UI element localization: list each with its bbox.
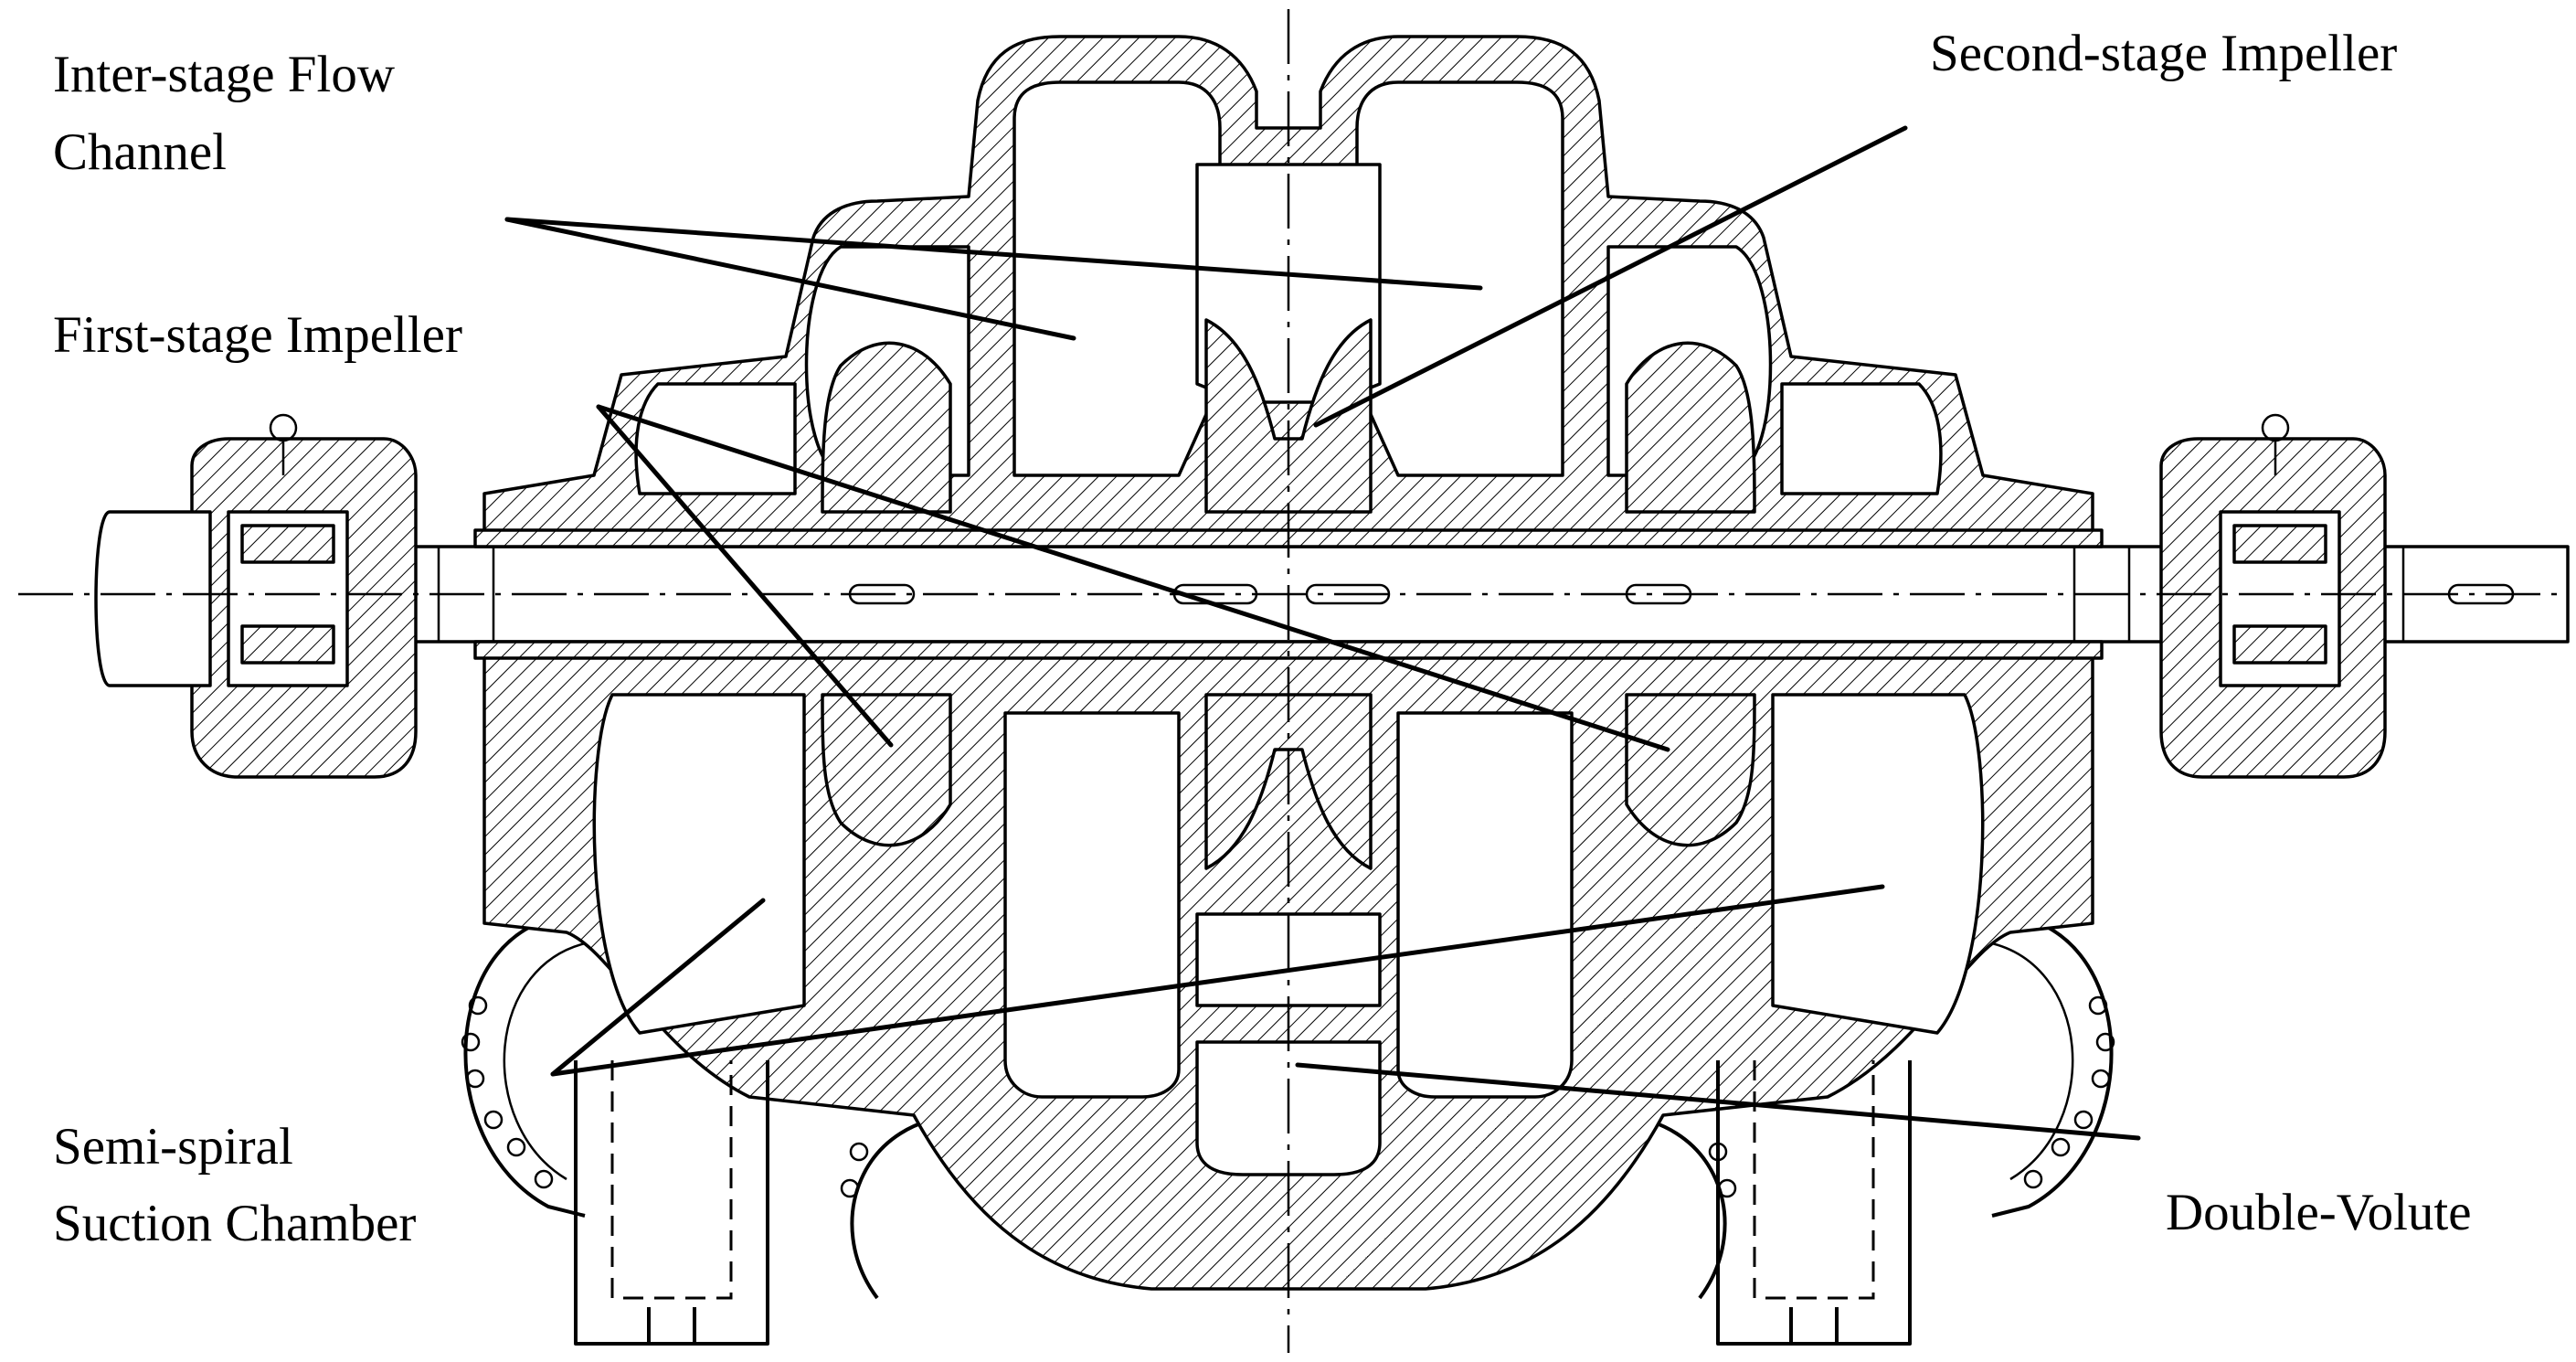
labels: Inter-stage Flow Channel First-stage Imp… bbox=[53, 25, 2472, 1252]
label-interstage-line2: Channel bbox=[53, 123, 227, 181]
label-second-stage: Second-stage Impeller bbox=[1930, 25, 2397, 82]
leader-first-stage-a bbox=[596, 404, 894, 748]
leader-interstage-b bbox=[504, 217, 1483, 291]
label-interstage-line1: Inter-stage Flow bbox=[53, 46, 395, 103]
leader-lines bbox=[504, 125, 2141, 1141]
label-semi-spiral-line1: Semi-spiral bbox=[53, 1118, 293, 1176]
leader-second-stage bbox=[1313, 125, 1908, 428]
label-double-volute: Double-Volute bbox=[2166, 1184, 2472, 1241]
label-first-stage: First-stage Impeller bbox=[53, 306, 462, 364]
pump-cross-section-icon bbox=[18, 9, 2570, 1353]
leader-first-stage-b bbox=[596, 404, 1670, 752]
leader-semi-spiral-b bbox=[550, 884, 1885, 1077]
suction-flange-right bbox=[1982, 912, 2115, 1218]
leader-semi-spiral-a bbox=[550, 898, 766, 1077]
label-semi-spiral-line2: Suction Chamber bbox=[53, 1195, 416, 1252]
bearing-housing-right bbox=[2159, 413, 2387, 779]
impellers bbox=[821, 318, 1756, 870]
flow-passages bbox=[592, 80, 1985, 1176]
bearing-housing-left bbox=[94, 413, 418, 779]
leader-interstage-a bbox=[504, 217, 1076, 341]
support-feet bbox=[574, 1060, 1912, 1346]
leader-double-volute bbox=[1295, 1062, 2141, 1141]
suction-flange-left bbox=[461, 912, 595, 1218]
